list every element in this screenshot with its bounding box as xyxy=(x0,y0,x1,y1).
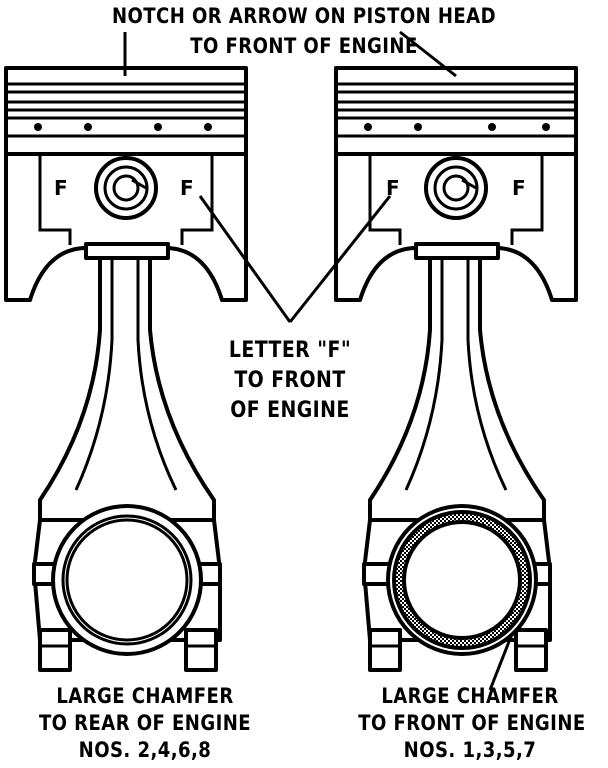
left-caption-line2: TO REAR OF ENGINE xyxy=(38,711,252,735)
top-caption-line2: TO FRONT OF ENGINE xyxy=(190,34,418,58)
left-piston-head xyxy=(4,66,248,156)
left-connecting-rod xyxy=(38,250,216,542)
right-piston-f-mark-a: F xyxy=(386,176,400,200)
left-caption-line1: LARGE CHAMFER xyxy=(56,684,234,708)
mid-caption-line3: OF ENGINE xyxy=(230,398,350,423)
top-caption-line1: NOTCH OR ARROW ON PISTON HEAD xyxy=(111,4,497,28)
mid-caption-line1: LETTER "F" xyxy=(228,338,352,363)
left-piston-f-mark-b: F xyxy=(180,176,194,200)
chamfer-leader xyxy=(488,633,514,691)
right-notch-leader xyxy=(399,30,457,78)
right-caption-line1: LARGE CHAMFER xyxy=(381,684,559,708)
right-piston-assembly xyxy=(334,30,578,672)
left-caption-line3: NOS. 2,4,6,8 xyxy=(78,738,212,762)
right-caption-line3: NOS. 1,3,5,7 xyxy=(403,738,537,762)
left-piston-assembly xyxy=(4,32,248,672)
right-connecting-rod xyxy=(368,250,546,542)
right-piston-f-mark-b: F xyxy=(512,176,526,200)
left-piston-f-mark-a: F xyxy=(54,176,68,200)
right-piston-head xyxy=(334,66,578,156)
letter-f-leaders xyxy=(198,195,392,323)
right-caption-line2: TO FRONT OF ENGINE xyxy=(358,711,586,735)
left-rod-big-end xyxy=(32,504,222,672)
mid-caption-line2: TO FRONT xyxy=(234,368,346,393)
right-rod-big-end xyxy=(362,504,552,672)
